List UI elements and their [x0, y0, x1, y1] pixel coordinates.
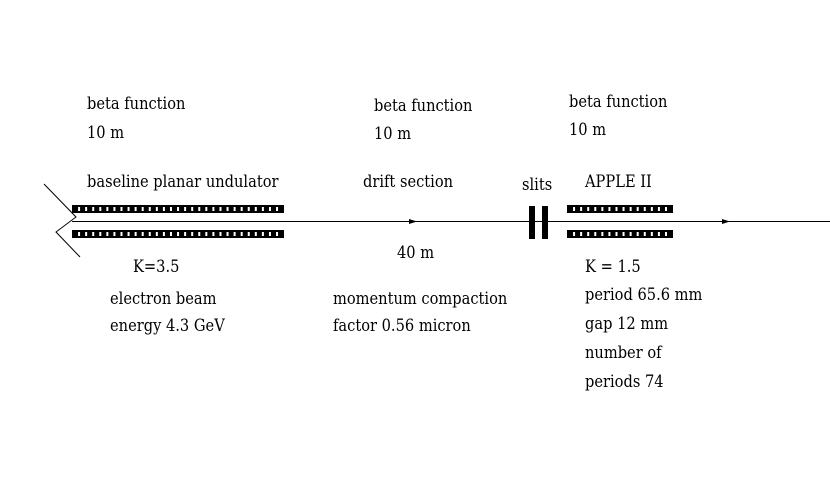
momentum-compaction-line2: factor 0.56 micron: [333, 316, 471, 336]
middle-beta-label: beta function: [374, 96, 473, 116]
left-beam-line1: electron beam: [110, 289, 217, 309]
momentum-compaction-line1: momentum compaction: [333, 289, 508, 309]
slits-label: slits: [522, 175, 553, 195]
drift-length: 40 m: [397, 243, 435, 263]
drift-section-label: drift section: [363, 172, 454, 192]
right-gap: gap 12 mm: [585, 314, 669, 334]
slits-jaws: [529, 206, 548, 239]
left-beam-line2: energy 4.3 GeV: [110, 316, 225, 336]
apple-undulator-magnets: [567, 205, 673, 238]
arrow-right: [722, 219, 730, 224]
middle-beta-value: 10 m: [374, 124, 412, 144]
right-beta-value: 10 m: [569, 120, 607, 140]
apple-ii-label: APPLE II: [585, 172, 652, 192]
left-device-label: baseline planar undulator: [87, 172, 279, 192]
arrow-mid: [409, 219, 417, 224]
left-k-value: K=3.5: [133, 257, 180, 277]
right-number-line2: periods 74: [585, 372, 664, 392]
left-beta-value: 10 m: [87, 123, 125, 143]
right-period: period 65.6 mm: [585, 285, 703, 305]
right-k-value: K = 1.5: [585, 257, 641, 277]
right-beta-label: beta function: [569, 92, 668, 112]
beam-break-mark: [43, 183, 81, 258]
right-number-line1: number of: [585, 343, 662, 363]
left-beta-label: beta function: [87, 94, 186, 114]
planar-undulator-magnets: [72, 205, 284, 238]
